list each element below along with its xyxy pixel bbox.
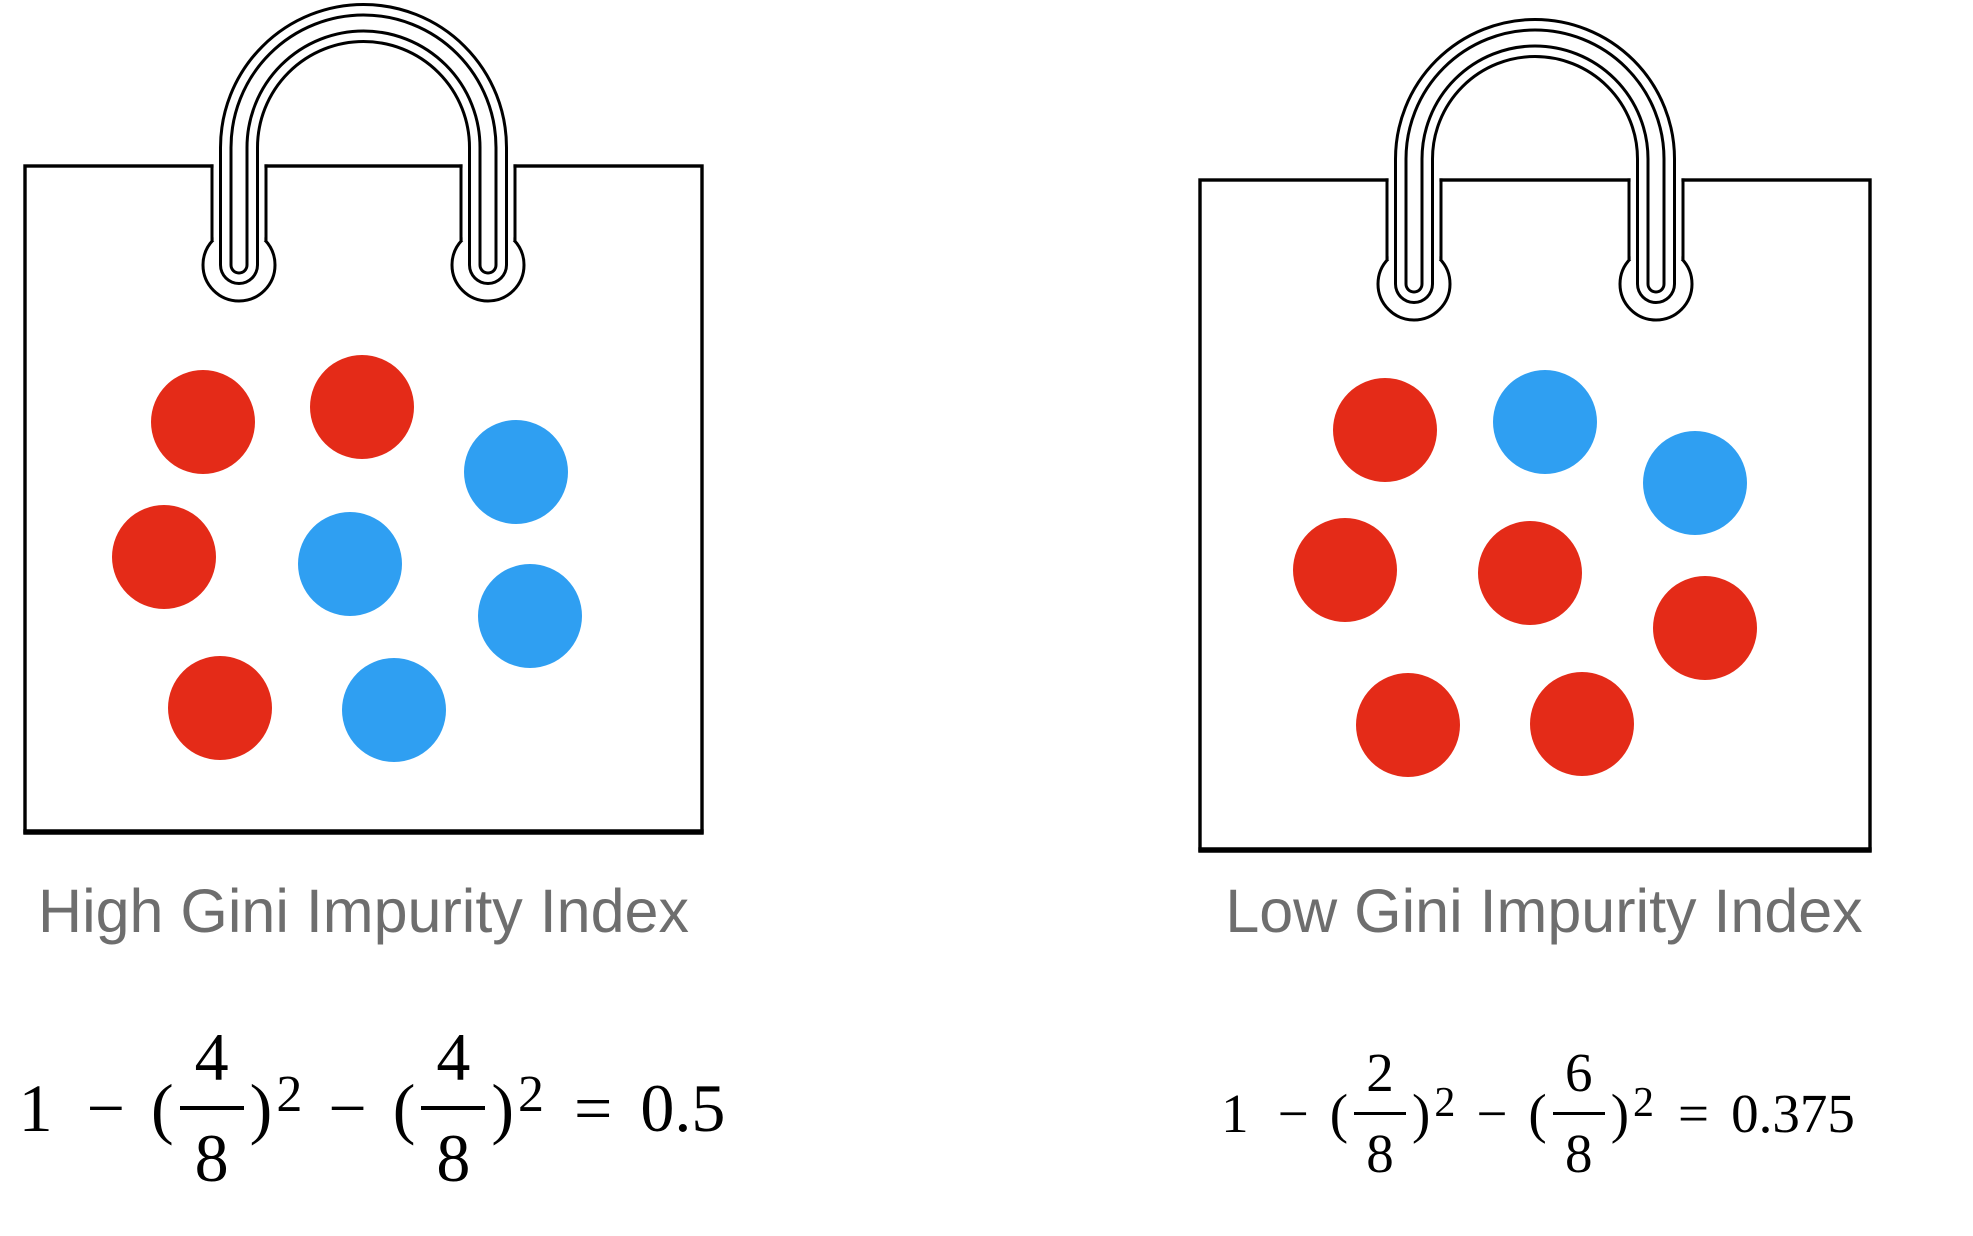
numerator: 4 <box>194 1019 229 1095</box>
formula-result: 0.5 <box>640 1070 726 1146</box>
bag-handle <box>1407 31 1663 291</box>
bag-handle <box>232 16 495 272</box>
dot-blue <box>478 564 582 668</box>
dot-blue <box>464 420 568 524</box>
dot-red <box>1356 673 1460 777</box>
label-high-gini: High Gini Impurity Index <box>38 877 689 945</box>
bag-body <box>1198 178 1872 852</box>
minus-operator: − <box>328 1070 367 1146</box>
formula-result: 0.375 <box>1731 1082 1855 1144</box>
dot-red <box>112 505 216 609</box>
close-paren: ) <box>491 1070 514 1146</box>
close-paren: ) <box>1610 1082 1630 1144</box>
dot-red <box>1478 521 1582 625</box>
minus-operator: − <box>1476 1082 1508 1144</box>
denominator: 8 <box>1564 1122 1593 1184</box>
open-paren: ( <box>1528 1082 1547 1144</box>
equals-sign: = <box>574 1070 613 1146</box>
numerator: 4 <box>436 1019 471 1095</box>
dot-red <box>168 656 272 760</box>
dot-red <box>1530 672 1634 776</box>
formula-lead: 1 <box>18 1070 53 1146</box>
dot-red <box>310 355 414 459</box>
dot-blue <box>1643 431 1747 535</box>
exponent: 2 <box>1633 1080 1655 1126</box>
open-paren: ( <box>1329 1082 1349 1144</box>
dot-red <box>151 370 255 474</box>
exponent: 2 <box>518 1066 544 1123</box>
minus-operator: − <box>86 1070 126 1146</box>
exponent: 2 <box>276 1066 303 1123</box>
dot-blue <box>298 512 402 616</box>
close-paren: ) <box>249 1070 273 1146</box>
shopping-bag-high-gini <box>23 3 704 835</box>
fraction-bar <box>1354 1111 1407 1115</box>
open-paren: ( <box>151 1070 174 1146</box>
dot-red <box>1653 576 1757 680</box>
fraction-bar <box>1552 1111 1605 1115</box>
denominator: 8 <box>436 1120 471 1196</box>
denominator: 8 <box>194 1120 229 1196</box>
dot-red <box>1293 518 1397 622</box>
label-low-gini: Low Gini Impurity Index <box>1225 877 1863 945</box>
minus-operator: − <box>1277 1082 1309 1144</box>
equals-sign: = <box>1678 1082 1710 1144</box>
denominator: 8 <box>1366 1122 1394 1184</box>
dot-blue <box>342 658 446 762</box>
dot-blue <box>1493 370 1597 474</box>
shopping-bag-low-gini <box>1198 18 1872 853</box>
fraction-bar <box>421 1106 486 1110</box>
formula-lead: 1 <box>1221 1082 1249 1144</box>
numerator: 2 <box>1366 1041 1394 1103</box>
numerator: 6 <box>1564 1041 1593 1103</box>
open-paren: ( <box>392 1070 416 1146</box>
fraction-bar <box>179 1106 244 1110</box>
close-paren: ) <box>1412 1082 1431 1144</box>
exponent: 2 <box>1434 1080 1456 1126</box>
dot-red <box>1333 378 1437 482</box>
